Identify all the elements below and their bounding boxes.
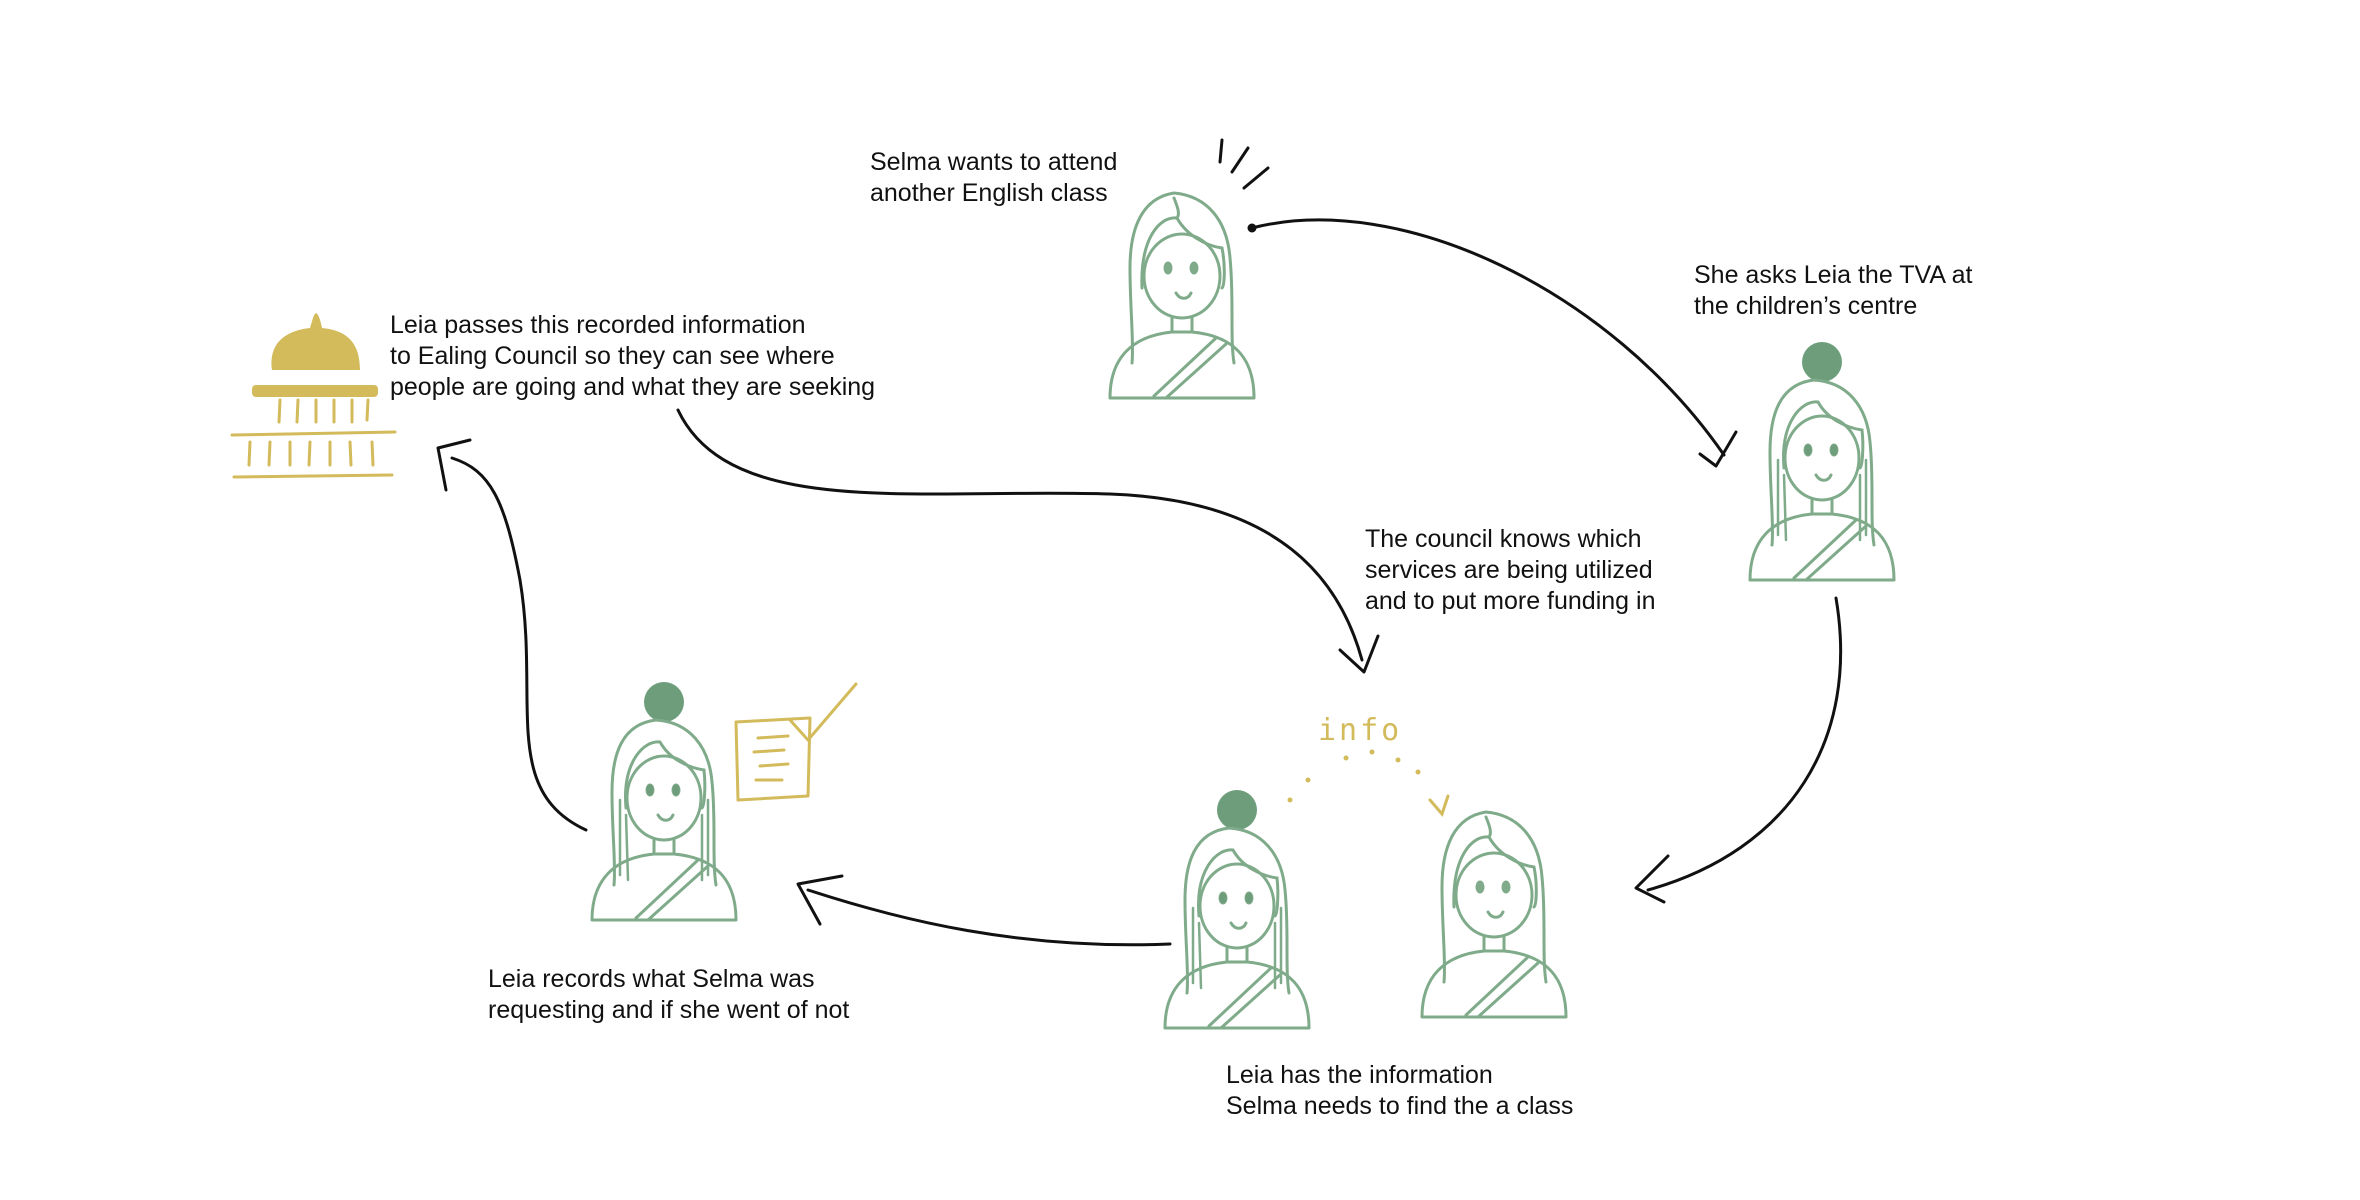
council-building-icon — [230, 313, 397, 479]
selma-figure-top — [1108, 191, 1256, 400]
caption-selma-wants: Selma wants to attend another English cl… — [870, 148, 1118, 207]
caption-asks-leia: She asks Leia the TVA at the children’s … — [1694, 261, 1973, 320]
caption-council-knows: The council knows which services are bei… — [1365, 525, 1656, 615]
checked-clipboard-icon — [734, 682, 858, 802]
leia-figure-left — [590, 680, 738, 922]
caption-leia-passes: Leia passes this recorded information to… — [390, 311, 876, 401]
arrow-left-to-council — [436, 438, 588, 832]
info-label: info — [1318, 713, 1402, 748]
selma-figure-bottom — [1420, 810, 1568, 1019]
arrow-bottom-to-left — [796, 874, 1172, 947]
leia-figure-bottom — [1163, 788, 1311, 1030]
info-transfer-dots — [1287, 749, 1450, 817]
caption-leia-has-info: Leia has the information Selma needs to … — [1226, 1061, 1574, 1120]
arrow-selma-to-leia — [1247, 218, 1738, 468]
caption-leia-records: Leia records what Selma was requesting a… — [488, 965, 850, 1024]
leia-figure-right — [1748, 340, 1896, 582]
excitement-marks — [1218, 138, 1270, 190]
arrow-council-to-bottom — [676, 408, 1380, 674]
arrow-leia-to-bottom — [1634, 596, 1843, 904]
